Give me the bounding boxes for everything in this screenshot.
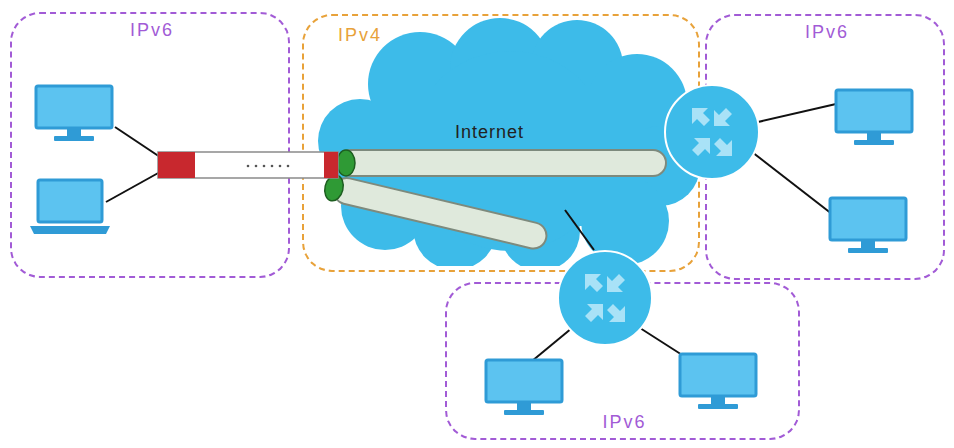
tunnel-end — [322, 173, 346, 202]
wire — [752, 152, 832, 214]
firewall-end — [158, 152, 195, 178]
cloud-shape — [318, 18, 700, 266]
ipv6-network-zone: IPv6 — [10, 12, 290, 278]
monitor-icon — [830, 198, 906, 253]
cloud-label: Internet — [455, 122, 565, 143]
ipv6-network-zone: IPv6 — [705, 14, 945, 280]
internet-cloud: Internet — [315, 16, 700, 266]
firewall-leds — [247, 165, 290, 168]
tunnel-pipe — [338, 150, 666, 176]
ipv6-network-zone: IPv6 — [445, 282, 800, 440]
router-icon — [665, 85, 759, 179]
zone-label: IPv6 — [707, 22, 947, 43]
wire — [565, 210, 594, 250]
wire — [106, 172, 160, 202]
monitor-icon — [836, 90, 912, 145]
monitor-icon — [486, 360, 562, 415]
laptop-icon — [30, 180, 110, 234]
wire — [758, 104, 836, 122]
monitor-icon — [680, 354, 756, 409]
wire — [640, 328, 690, 360]
tunnel-pipe — [331, 175, 549, 251]
ipv4-network-zone: IPv4Internet — [302, 14, 700, 272]
wire — [526, 328, 572, 366]
zone-label: IPv4 — [338, 25, 418, 46]
zone-label: IPv6 — [447, 412, 802, 433]
firewall-device — [158, 152, 338, 178]
monitor-icon — [36, 86, 112, 141]
tunnel-pipe — [337, 150, 666, 176]
tunnel-pipe — [322, 173, 549, 251]
firewall-end — [324, 152, 338, 178]
wire — [115, 127, 160, 157]
firewall-body — [158, 152, 338, 178]
router-icon — [558, 251, 652, 345]
network-wires — [106, 104, 836, 366]
zone-label: IPv6 — [12, 20, 292, 41]
tunnel-end — [337, 150, 355, 176]
